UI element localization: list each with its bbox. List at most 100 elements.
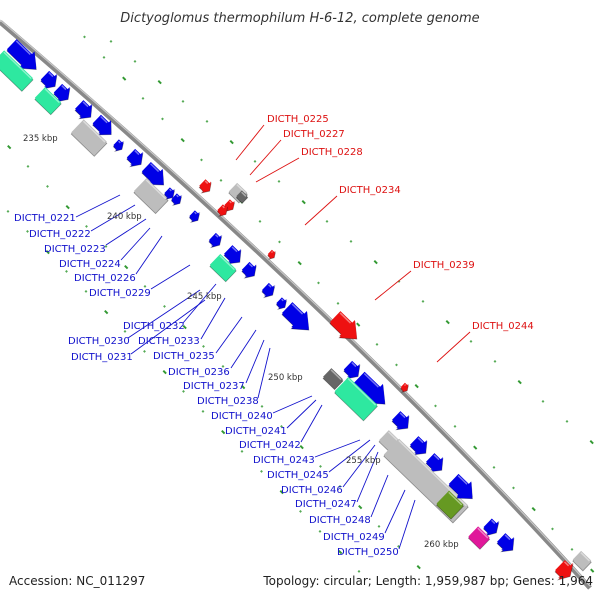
gene-arrow[interactable] <box>389 409 415 435</box>
topology-text: Topology: circular; Length: 1,959,987 bp… <box>262 574 593 588</box>
gene-label[interactable]: DICTH_0237 <box>183 381 245 392</box>
gene-arrow[interactable] <box>187 209 203 225</box>
gene-arrow[interactable] <box>197 178 215 196</box>
tick-dot <box>336 302 340 305</box>
gene-arrow[interactable] <box>436 490 465 520</box>
leader-line <box>230 329 257 369</box>
gene-label[interactable]: DICTH_0221 <box>14 213 76 224</box>
rna-gene[interactable] <box>209 253 237 283</box>
gene-arrow[interactable] <box>235 190 249 204</box>
gene-label[interactable]: DICTH_0241 <box>225 426 287 437</box>
gene-label[interactable]: DICTH_0227 <box>283 129 345 140</box>
tick-dot <box>589 439 594 445</box>
gene-label[interactable]: DICTH_0229 <box>89 288 151 299</box>
rna-gene[interactable] <box>34 86 62 116</box>
gene-label[interactable]: DICTH_0249 <box>323 532 385 543</box>
gene-label[interactable]: DICTH_0235 <box>153 351 215 362</box>
gene-label[interactable]: DICTH_0240 <box>211 411 273 422</box>
tick-dot <box>180 138 185 143</box>
gene-label[interactable]: DICTH_0223 <box>44 244 106 255</box>
tick-dot <box>241 384 246 390</box>
tick-dot <box>301 200 306 205</box>
gene-arrow[interactable] <box>221 243 247 269</box>
label-leader-lines <box>75 124 471 550</box>
gene-arrow[interactable] <box>407 434 433 460</box>
gene-arrow[interactable] <box>274 296 290 312</box>
gene-arrow[interactable] <box>215 203 231 219</box>
tick-dot <box>6 210 10 213</box>
tick-dot <box>565 420 569 423</box>
tick-dot <box>258 220 262 223</box>
gene-arrow[interactable] <box>467 526 491 550</box>
gene-arrow[interactable] <box>239 260 261 282</box>
tick-dot <box>65 205 70 210</box>
pseudo-gene[interactable] <box>572 550 592 572</box>
gene-arrow[interactable] <box>169 192 185 208</box>
tick-dot <box>349 240 353 243</box>
rna-gene[interactable] <box>334 376 378 422</box>
gene-label[interactable]: DICTH_0248 <box>309 515 371 526</box>
gene-label[interactable]: DICTH_0242 <box>239 440 301 451</box>
gene-label[interactable]: DICTH_0245 <box>267 470 329 481</box>
pseudo-gene[interactable] <box>70 119 108 157</box>
tick-dot <box>83 35 86 39</box>
gene-arrow[interactable] <box>327 308 366 347</box>
gene-label[interactable]: DICTH_0225 <box>267 114 329 125</box>
leader-line <box>304 195 338 226</box>
gene-arrow[interactable] <box>279 299 318 338</box>
genome-backbone-highlight <box>0 19 591 587</box>
gene-arrow[interactable] <box>206 231 225 250</box>
gene-label[interactable]: DICTH_0246 <box>281 485 343 496</box>
gene-label[interactable]: DICTH_0228 <box>301 147 363 158</box>
gene-arrow[interactable] <box>124 147 148 171</box>
tick-dot <box>219 179 223 182</box>
gene-arrow[interactable] <box>423 451 449 477</box>
tick-dot <box>200 158 203 162</box>
gene-arrow[interactable] <box>494 531 520 557</box>
gene-arrow[interactable] <box>4 37 45 77</box>
gene-label[interactable]: DICTH_0224 <box>59 259 121 270</box>
gene-label[interactable]: DICTH_0238 <box>197 396 259 407</box>
gene-arrow[interactable] <box>399 382 411 394</box>
gene-label[interactable]: DICTH_0222 <box>29 229 91 240</box>
gene-label[interactable]: DICTH_0250 <box>337 547 399 558</box>
gene-arrow[interactable] <box>481 516 504 539</box>
gene-label[interactable]: DICTH_0226 <box>74 273 136 284</box>
pseudo-gene[interactable] <box>133 178 169 215</box>
tick-dot <box>297 261 302 266</box>
gene-arrow[interactable] <box>266 249 278 261</box>
genome-backbone <box>0 20 592 590</box>
gene-label[interactable]: DICTH_0232 <box>123 321 185 332</box>
gene-arrow[interactable] <box>90 113 119 142</box>
gene-arrow[interactable] <box>259 281 278 300</box>
gene-arrow[interactable] <box>38 69 62 93</box>
rna-gene[interactable] <box>0 50 34 92</box>
gene-arrow[interactable] <box>322 368 344 391</box>
gene-label[interactable]: DICTH_0230 <box>68 336 130 347</box>
gene-label[interactable]: DICTH_0244 <box>472 321 534 332</box>
gene-label[interactable]: DICTH_0236 <box>168 367 230 378</box>
gene-arrow[interactable] <box>72 98 98 124</box>
gene-label[interactable]: DICTH_0243 <box>253 455 315 466</box>
gene-arrow[interactable] <box>446 471 481 506</box>
tick-dot <box>109 40 113 43</box>
gene-arrow[interactable] <box>51 82 75 106</box>
gene-arrow[interactable] <box>162 186 178 202</box>
gene-arrow[interactable] <box>111 138 127 154</box>
gene-label[interactable]: DICTH_0234 <box>339 185 401 196</box>
tick-dot <box>434 404 437 408</box>
leader-line <box>370 474 389 518</box>
tick-dot <box>541 400 545 403</box>
tick-dot <box>7 145 12 150</box>
gene-label[interactable]: DICTH_0239 <box>413 260 475 271</box>
tick-dot <box>102 56 106 59</box>
tick-dot <box>163 305 166 308</box>
tick-dot <box>473 445 478 450</box>
gene-arrow[interactable] <box>552 558 578 585</box>
gene-arrow[interactable] <box>139 160 172 192</box>
gene-arrow[interactable] <box>341 359 365 383</box>
gene-label[interactable]: DICTH_0233 <box>138 336 200 347</box>
gene-label[interactable]: DICTH_0231 <box>71 352 133 363</box>
tick-dot <box>26 165 30 168</box>
gene-label[interactable]: DICTH_0247 <box>295 499 357 510</box>
